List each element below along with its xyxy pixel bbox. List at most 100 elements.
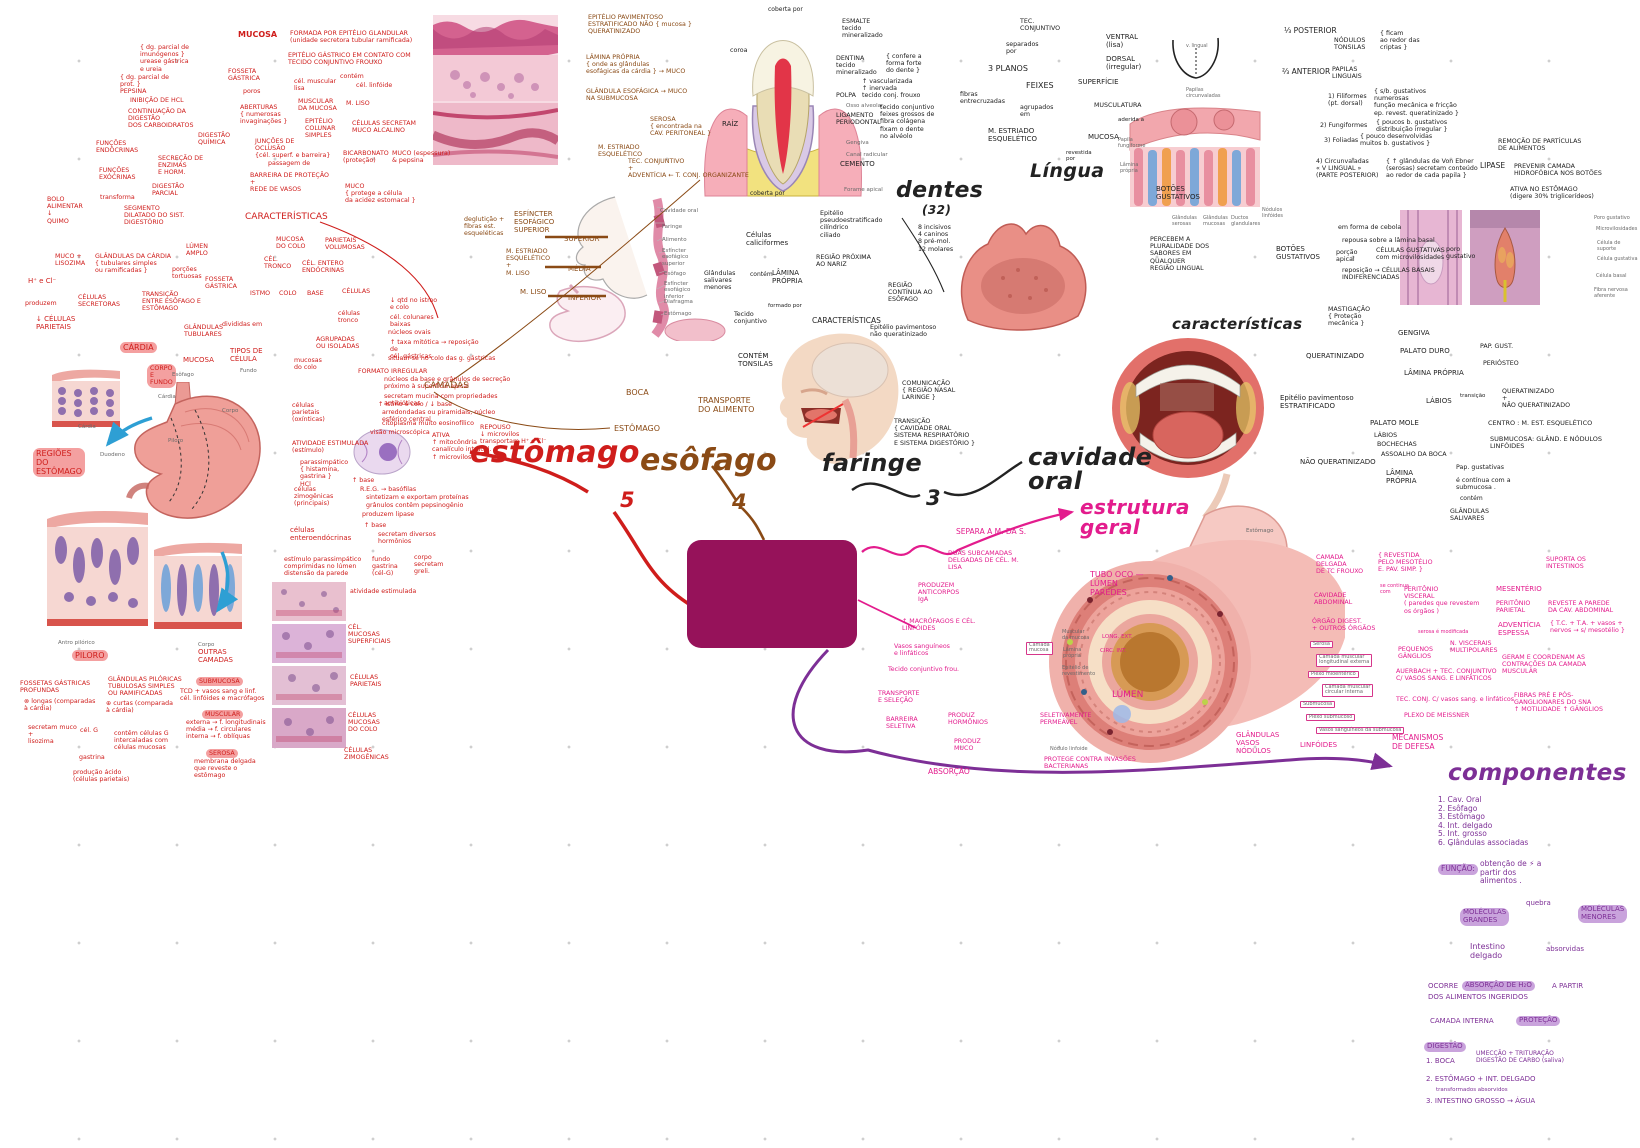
annotation-text: INIBIÇÃO DE HCL xyxy=(130,97,184,104)
annotation-text: CÉLULAS ZIMOGÊNICAS xyxy=(344,747,389,762)
annotation-text: Epitélio pavimentoso ESTRATIFICADO xyxy=(1280,394,1354,410)
pharynx-head-sagittal-image xyxy=(779,333,899,464)
annotation-text: TIPOS DE CÉLULA xyxy=(230,347,263,363)
annotation-text: Lâmina própria xyxy=(1063,647,1082,659)
annotation-text: Nódulos linfóides xyxy=(1262,207,1284,219)
annotation-text: MUCOSA xyxy=(183,356,214,364)
annotation-text: FUNÇÃO: xyxy=(1438,864,1478,875)
annotation-text: MUCOSA xyxy=(238,30,278,39)
annotation-text: BOCHECHAS xyxy=(1377,441,1417,448)
annotation-text: UMECÇÃO + TRITURAÇÃO DIGESTÃO DE CARBO (… xyxy=(1476,1050,1564,1064)
section-title-esofago: esôfago xyxy=(640,443,777,478)
section-title-estomago: estômago xyxy=(470,435,640,470)
annotation-text: REGIÕES DO ESTÔMAGO xyxy=(33,448,86,478)
annotation-text: Epitélio de revestimento xyxy=(1062,665,1096,677)
annotation-text: LÂMINA PRÓPRIA { onde as glândulas esofá… xyxy=(586,54,686,76)
annotation-text: Glândulas salivares menores xyxy=(704,270,736,292)
annotation-text: { pouco desenvolvidas muitos b. gustativ… xyxy=(1360,133,1433,148)
section-title-componentes: componentes xyxy=(1448,760,1627,786)
annotation-text: Osso alveolar xyxy=(846,103,884,109)
annotation-text: FEIXES xyxy=(1026,81,1054,90)
annotation-text: DUAS SUBCAMADAS DELGADAS DE CÉL. M. LISA xyxy=(948,550,1019,572)
annotation-text: ↑ base xyxy=(364,522,387,529)
annotation-text: CÉL. TRONCO xyxy=(264,256,292,271)
annotation-text: transição xyxy=(1460,393,1486,399)
annotation-text: ⊗ longas (comparadas à cárdia) xyxy=(24,698,96,713)
annotation-text: ÓRGÃO DIGEST. + OUTROS ÓRGÃOS xyxy=(1312,618,1376,633)
annotation-text: LIGAMENTO PERIODONTAL xyxy=(836,112,881,127)
annotation-text: M. LISO xyxy=(346,100,370,107)
annotation-text: FOSSETAS GÁSTRICAS PROFUNDAS xyxy=(20,680,91,695)
annotation-text: EPITÉLIO GÁSTRICO EM CONTATO COM TECIDO … xyxy=(288,52,411,67)
annotation-text: M. LISO xyxy=(520,288,547,296)
annotation-text: M. ESTRIADO ESQUELÉTICO xyxy=(988,127,1037,143)
cardia-mucosa-block-image xyxy=(52,369,120,427)
annotation-text: ABERTURAS { numerosas invaginações } xyxy=(240,104,288,126)
annotation-text: LÚMEN xyxy=(1112,690,1144,700)
annotation-text: ATIVA ↑ mitocôndria canalículo intracel.… xyxy=(432,432,492,461)
annotation-text: PREVENIR CAMADA HIDROFÓBICA NOS BOTÕES xyxy=(1514,163,1602,178)
annotation-text: contém xyxy=(750,271,773,278)
annotation-text: { confere a forma forte do dente } xyxy=(886,53,922,75)
annotation-text: CORPO E FUNDO xyxy=(147,364,176,388)
esophagus-anatomy-diagram xyxy=(575,196,726,341)
stomach-anatomy-image xyxy=(126,382,261,519)
annotation-text: TCD + vasos sang e linf. cél. linfóides … xyxy=(180,688,265,703)
annotation-text: GERAM E COORDENAM AS CONTRAÇÕES DA CAMAD… xyxy=(1502,654,1587,676)
annotation-text: produção ácido (células parietais) xyxy=(73,769,130,784)
annotation-text: MÉDIA xyxy=(568,265,591,273)
annotation-text: núcleos ovais xyxy=(388,329,431,336)
annotation-text: se continua com xyxy=(1380,583,1409,595)
annotation-text: LÚMEN AMPLO xyxy=(186,243,208,258)
annotation-text: SUPERIOR xyxy=(564,235,600,243)
section-title-lingua: Língua xyxy=(1030,160,1105,182)
annotation-text: visão microscópica xyxy=(370,429,430,436)
annotation-text: ABSORÇÃO xyxy=(928,767,970,776)
annotation-text: parassimpático { histamina, gastrina } H… xyxy=(300,459,349,488)
annotation-text: CÁRDIA xyxy=(120,342,157,354)
annotation-text: situam-se no colo das g. gástricas xyxy=(388,355,496,362)
annotation-text: GLÂNDULAS DA CÁRDIA { tubulares simples … xyxy=(95,253,172,275)
annotation-text: sintetizam e exportam proteínas xyxy=(366,494,469,501)
annotation-text: TEC. CONJ. C/ vasos sang. e linfáticos xyxy=(1396,696,1515,703)
annotation-text: ↑ base xyxy=(352,477,375,484)
annotation-text: Estômago xyxy=(1246,528,1274,534)
annotation-text: absorvidas xyxy=(1546,945,1585,953)
annotation-text: FUNÇÕES EXÓCRINAS xyxy=(99,167,136,182)
annotation-text: FUNÇÕES ENDÓCRINAS xyxy=(96,140,139,155)
annotation-text: transformados absorvidos xyxy=(1436,1087,1508,1093)
annotation-text: agrupados em xyxy=(1020,104,1054,119)
annotation-text: GLÂNDULAS VASOS NÓDULOS xyxy=(1236,731,1280,755)
annotation-text: ATIVA NO ESTÔMAGO (digere 30% triglicerí… xyxy=(1510,186,1594,201)
annotation-text: 3. INTESTINO GROSSO → ÁGUA xyxy=(1426,1097,1536,1105)
annotation-text: PERIÓSTEO xyxy=(1483,360,1519,367)
annotation-text: v. lingual xyxy=(1186,44,1208,49)
annotation-text: OCORRE xyxy=(1428,982,1459,990)
annotation-text: CAVIDADE ABDOMINAL xyxy=(1314,592,1353,607)
annotation-text: TRANSPORTE E SELEÇÃO xyxy=(878,690,920,705)
annotation-text: REGIÃO PRÓXIMA AO NARIZ xyxy=(816,254,871,269)
annotation-text: ESMALTE tecido mineralizado xyxy=(842,18,883,40)
annotation-text: cél. colunares baixas xyxy=(390,314,434,329)
section-title-dentes: dentes xyxy=(896,178,984,203)
annotation-text: { dg. parcial de prot. } PEPSINA xyxy=(120,74,170,96)
annotation-text: LINFÓIDES xyxy=(1300,741,1338,749)
annotation-text: deglutição + fibras est. esqueléticas xyxy=(464,216,505,238)
annotation-text: M. ESTRIADO ESQUELÉTICO xyxy=(598,144,643,159)
small-stomach-sketch-image xyxy=(549,283,626,343)
annotation-text: H⁺ e Cl⁻ xyxy=(28,277,57,285)
annotation-text: DOS ALIMENTOS INGERIDOS xyxy=(1428,993,1528,1001)
annotation-text: quebra xyxy=(1526,899,1551,907)
branch-number-5: 5 xyxy=(620,488,636,512)
annotation-text: transforma xyxy=(100,194,135,201)
annotation-text: BOCA xyxy=(626,388,649,397)
annotation-text: Papila fungiforme xyxy=(1118,137,1146,149)
annotation-text: ↓ CÉLULAS PARIETAIS xyxy=(36,315,76,331)
annotation-text: Canal radicular xyxy=(846,152,888,158)
annotation-text: PLEXO DE MEISSNER xyxy=(1404,712,1470,719)
annotation-text: 4) Circunvaladas « V LINGUAL » (PARTE PO… xyxy=(1316,158,1379,180)
annotation-text: Pap. gustativas xyxy=(1456,464,1505,471)
annotation-text: SEROSA { encontrada na CAV. PERITONEAL } xyxy=(650,116,712,138)
annotation-text: Papilas circunvaladas xyxy=(1186,87,1221,99)
annotation-text: Cárdia xyxy=(158,394,176,400)
